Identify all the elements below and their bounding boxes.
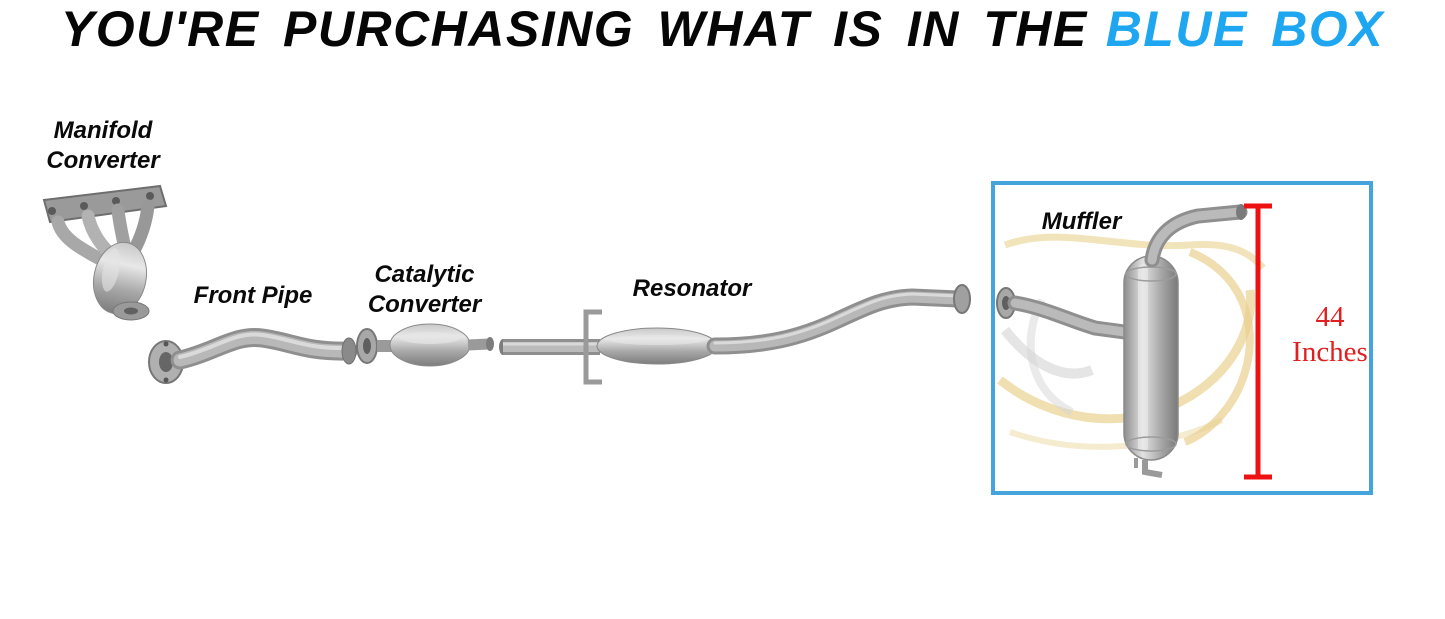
label-catalytic-converter: Catalytic Converter — [367, 261, 482, 318]
catalytic-converter-drawing — [356, 323, 494, 367]
title-highlight-blue-box: BLUE BOX — [1105, 1, 1385, 57]
label-muffler: Muffler — [1041, 208, 1122, 235]
front-pipe-drawing — [148, 327, 358, 384]
blue-purchase-box — [991, 181, 1373, 495]
measurement-label: 44 Inches — [1280, 300, 1380, 370]
title-banner: YOU'RE PURCHASING WHAT IS IN THE BLUE BO… — [0, 0, 1445, 58]
label-front-pipe: Front Pipe — [193, 282, 313, 309]
measurement-value: 44 — [1315, 301, 1345, 333]
label-manifold-converter: Manifold Converter — [46, 117, 160, 174]
measurement-unit: Inches — [1292, 336, 1368, 368]
title-text: YOU'RE PURCHASING WHAT IS IN THE — [60, 1, 1088, 57]
label-resonator: Resonator — [632, 275, 752, 302]
manifold-converter-drawing — [42, 184, 168, 321]
